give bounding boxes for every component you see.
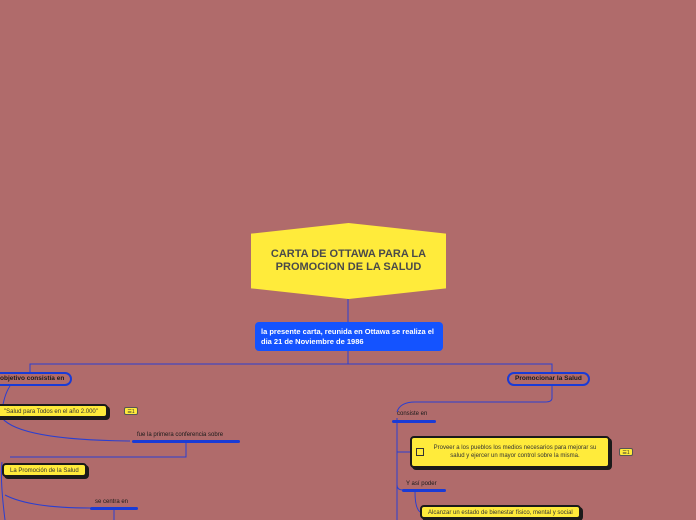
objective-node[interactable]: objetivo consistía en bbox=[0, 372, 73, 386]
y-asi-poder-underline bbox=[402, 489, 446, 492]
checkbox-icon[interactable] bbox=[416, 448, 424, 456]
promocion-salud-node[interactable]: La Promoción de la Salud bbox=[2, 463, 87, 477]
promocionar-salud-node[interactable]: Promocionar la Salud bbox=[507, 372, 590, 386]
salud-2000-label: "Salud para Todos en el año 2.000" bbox=[4, 409, 98, 415]
y-asi-poder-node[interactable]: Y así poder bbox=[406, 480, 437, 488]
proveer-label: Proveer a los pueblos los medios necesar… bbox=[433, 445, 597, 459]
central-topic-label: CARTA DE OTTAWA PARA LA PROMOCION DE LA … bbox=[270, 248, 427, 273]
objective-node-label: objetivo consistía en bbox=[0, 375, 65, 382]
intro-node[interactable]: la presente carta, reunida en Ottawa se … bbox=[255, 322, 443, 351]
centra-en-label: se centra en bbox=[95, 499, 129, 505]
alcanzar-node[interactable]: Alcanzar un estado de bienestar físico, … bbox=[420, 505, 581, 519]
note-icon-2[interactable]: ☰1 bbox=[619, 448, 633, 456]
primera-underline bbox=[132, 440, 240, 443]
centra-underline bbox=[90, 507, 138, 510]
consiste-en-label: consiste en bbox=[397, 411, 428, 417]
note-icon[interactable]: ☰1 bbox=[124, 407, 138, 415]
centra-en-node[interactable]: se centra en bbox=[95, 498, 128, 506]
salud-2000-node[interactable]: "Salud para Todos en el año 2.000" bbox=[0, 404, 108, 418]
primera-conferencia-node[interactable]: fue la primera conferencia sobre bbox=[137, 431, 223, 439]
promocionar-salud-label: Promocionar la Salud bbox=[515, 375, 582, 382]
primera-conferencia-label: fue la primera conferencia sobre bbox=[137, 432, 224, 438]
consiste-en-node[interactable]: consiste en bbox=[397, 410, 427, 418]
proveer-node[interactable]: Proveer a los pueblos los medios necesar… bbox=[410, 436, 610, 468]
y-asi-poder-label: Y así poder bbox=[406, 481, 437, 487]
central-topic[interactable]: CARTA DE OTTAWA PARA LA PROMOCION DE LA … bbox=[251, 223, 446, 299]
consiste-underline bbox=[392, 420, 436, 423]
intro-node-text: la presente carta, reunida en Ottawa se … bbox=[261, 327, 434, 346]
alcanzar-label: Alcanzar un estado de bienestar físico, … bbox=[428, 510, 573, 516]
promocion-salud-label: La Promoción de la Salud bbox=[10, 468, 79, 474]
